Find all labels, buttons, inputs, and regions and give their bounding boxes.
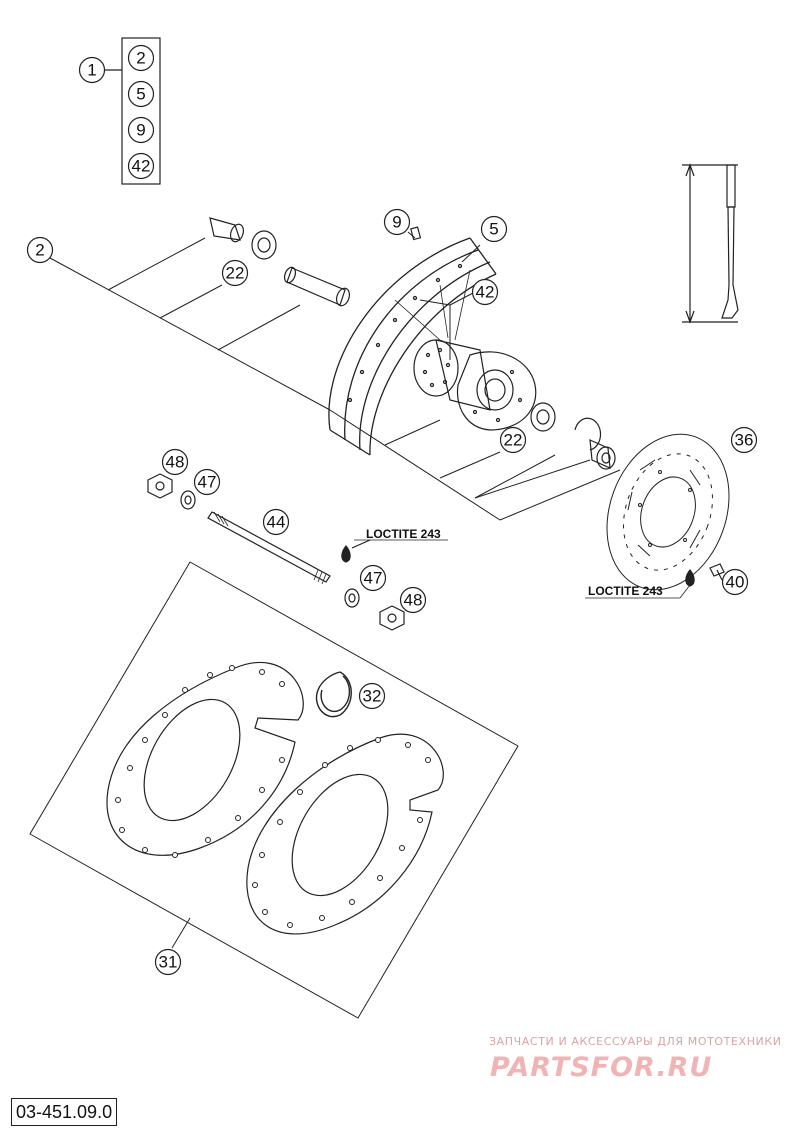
callout-32: 32 [358, 682, 386, 710]
svg-text:2: 2 [136, 49, 145, 68]
hose-clamp [315, 671, 352, 718]
axle [207, 511, 331, 585]
callout-48-lower: 48 [399, 586, 427, 614]
svg-text:47: 47 [364, 569, 383, 588]
kit-item-2: 2 [127, 44, 155, 72]
callout-44: 44 [262, 508, 290, 536]
callout-22-lower: 22 [499, 426, 527, 454]
gasket-frame [29, 561, 519, 1019]
washer-upper [180, 490, 196, 510]
svg-text:5: 5 [489, 220, 498, 239]
callout-48-upper: 48 [161, 448, 189, 476]
kit-item-42: 42 [127, 152, 155, 180]
svg-text:2: 2 [35, 241, 44, 260]
svg-text:42: 42 [132, 157, 151, 176]
callout-22-upper: 22 [221, 259, 249, 287]
wheel-hub [413, 339, 537, 431]
wheel-rim [328, 237, 497, 456]
kit-box [121, 37, 161, 185]
callout-40: 40 [721, 568, 749, 596]
bearing-lower [530, 402, 556, 432]
svg-text:9: 9 [392, 213, 401, 232]
callout-47-upper: 47 [193, 468, 221, 496]
callout-42: 42 [471, 278, 499, 306]
callout-36: 36 [730, 426, 758, 454]
document-number: 03-451.09.0 [11, 1098, 118, 1126]
watermark-brand: PARTSFOR.RU [490, 1052, 712, 1083]
disc-bolt [709, 563, 725, 581]
circlip [574, 417, 602, 451]
axle-tube [283, 266, 351, 307]
callout-31: 31 [154, 948, 182, 976]
loctite-label-lower: LOCTITE 243 [588, 584, 663, 598]
callout-2: 2 [26, 236, 54, 264]
svg-text:32: 32 [363, 687, 382, 706]
kit-group [105, 37, 161, 185]
gasket-left [106, 661, 304, 856]
svg-text:36: 36 [735, 431, 754, 450]
brake-disc [606, 433, 730, 591]
kit-item-9: 9 [127, 116, 155, 144]
washer-lower [344, 588, 360, 608]
watermark-tagline: ЗАПЧАСТИ И АКСЕССУАРЫ ДЛЯ МОТОТЕХНИКИ [489, 1035, 782, 1048]
spacer-top [209, 217, 245, 243]
svg-text:40: 40 [726, 573, 745, 592]
svg-text:48: 48 [166, 453, 185, 472]
svg-text:22: 22 [226, 264, 245, 283]
nut-lower [379, 605, 405, 631]
spokes [394, 269, 471, 341]
callout-9: 9 [383, 208, 411, 236]
callout-5: 5 [480, 215, 508, 243]
svg-text:48: 48 [404, 591, 423, 610]
loctite-drop-lower [685, 569, 695, 587]
loctite-label-upper: LOCTITE 243 [366, 527, 441, 541]
svg-text:22: 22 [504, 431, 523, 450]
spacer-lower [589, 439, 616, 470]
kit-item-5: 5 [127, 80, 155, 108]
spoke-tool [682, 163, 739, 324]
svg-text:9: 9 [136, 121, 145, 140]
bearing-top [251, 230, 277, 260]
svg-text:31: 31 [159, 953, 178, 972]
loctite-drop-upper [341, 539, 371, 563]
svg-text:44: 44 [267, 513, 286, 532]
gasket-holes [115, 665, 431, 928]
callout-47-lower: 47 [359, 564, 387, 592]
kit-callout: 1 [78, 56, 106, 84]
svg-text:47: 47 [198, 473, 217, 492]
nut-upper [147, 473, 173, 499]
svg-text:5: 5 [136, 85, 145, 104]
valve [410, 226, 422, 241]
svg-text:42: 42 [476, 283, 495, 302]
svg-text:1: 1 [87, 61, 96, 80]
gasket-right [246, 733, 444, 935]
